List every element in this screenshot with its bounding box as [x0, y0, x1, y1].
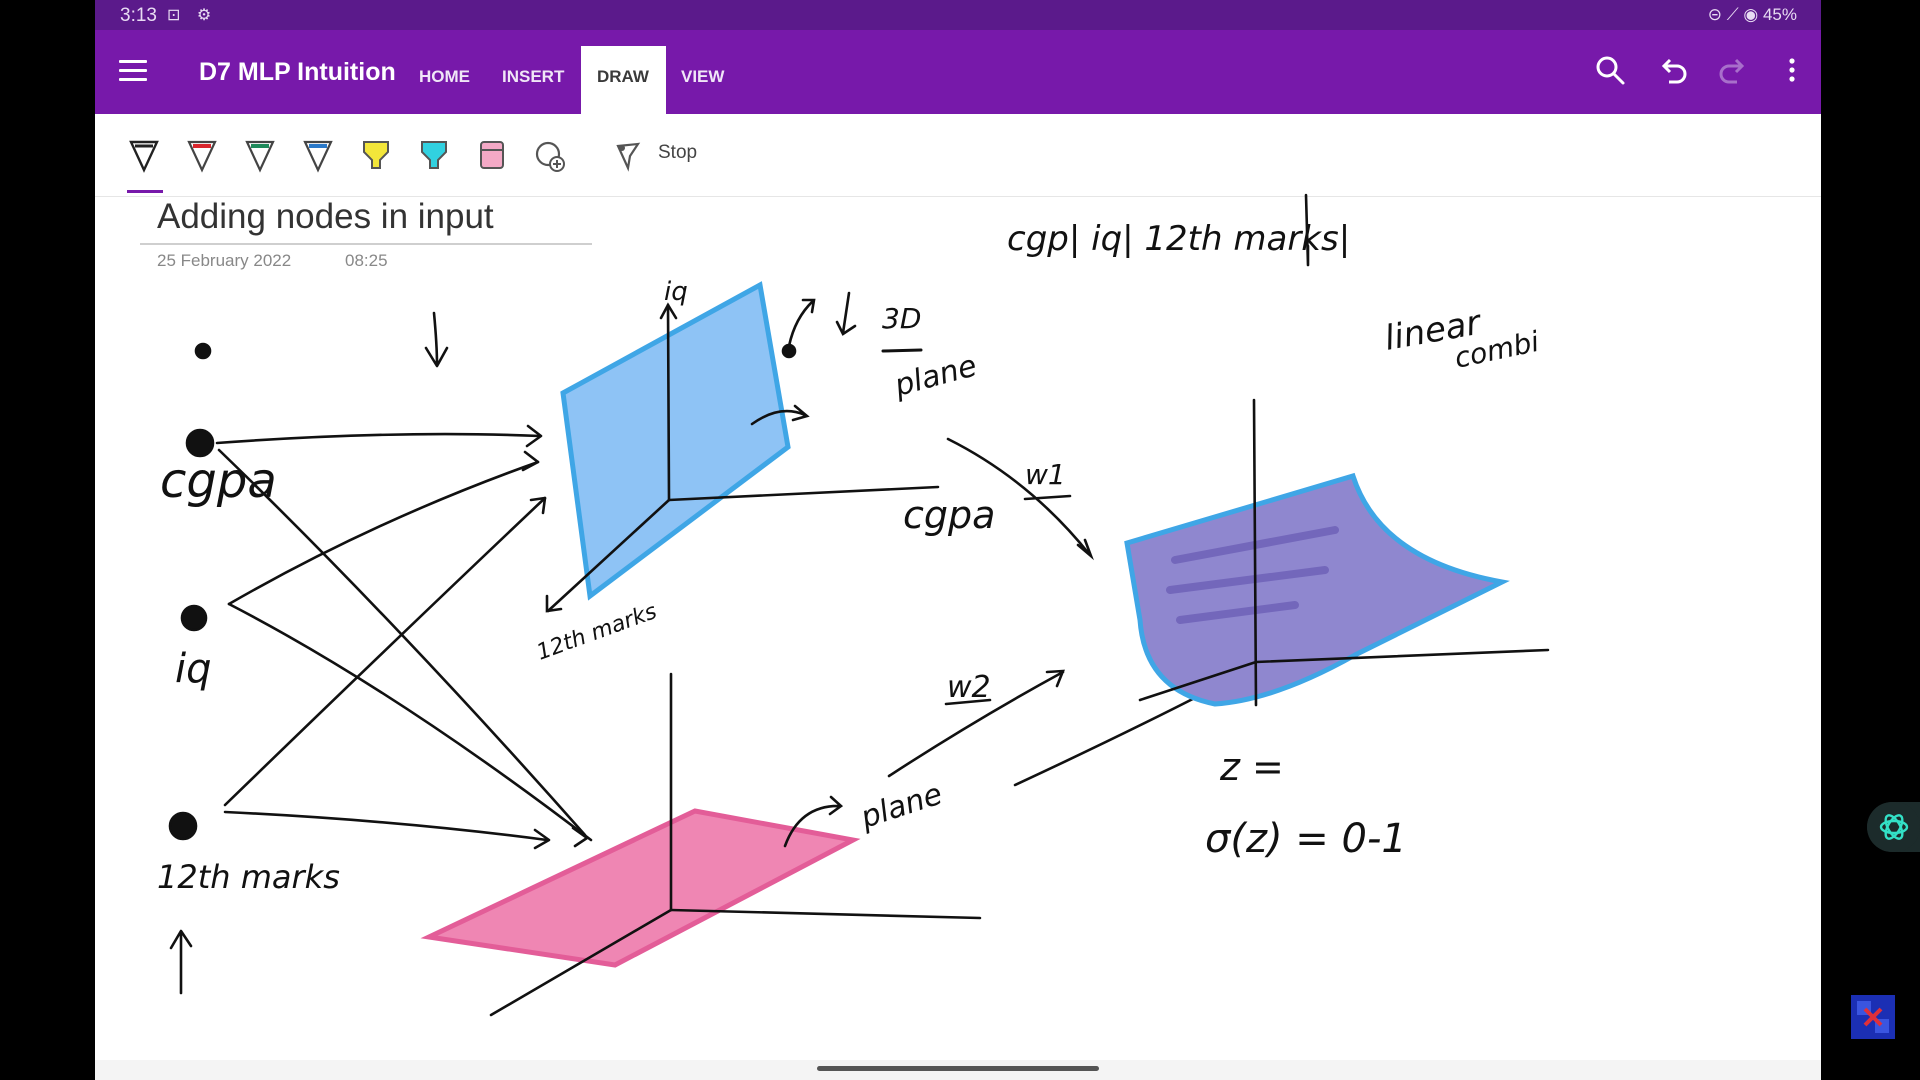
label-3d: 3D [882, 302, 921, 335]
redo-icon[interactable] [1715, 52, 1751, 88]
label-cgpa: cgpa [160, 453, 277, 509]
edge-cgpa-n2 [217, 448, 587, 837]
up-arrow [169, 929, 193, 995]
iq-input-node [180, 604, 208, 632]
down-arrow [424, 311, 449, 368]
cgpa-axis [667, 485, 940, 502]
notebook-section-title[interactable]: D7 MLP Intuition [199, 58, 396, 86]
app-bar: D7 MLP Intuition HOME INSERT DRAW VIEW [95, 30, 1821, 114]
page-date: 25 February 2022 [157, 251, 292, 270]
label-w1: w1 [1025, 458, 1066, 491]
label-cgpa-axis: cgpa [903, 493, 995, 537]
label-plane-top: plane [890, 348, 980, 404]
home-indicator[interactable] [817, 1066, 1099, 1071]
label-12th-marks: 12th marks [157, 858, 340, 896]
tablet-screen: 3:13 ⊡ ⚙ ⊝ ⟋ ◉ 45% D7 MLP Intuition HOME… [95, 0, 1821, 1080]
highlighter-yellow-icon[interactable] [359, 136, 393, 176]
blue-plane [560, 281, 791, 601]
label-iq: iq [175, 646, 212, 692]
tab-draw[interactable]: DRAW [597, 67, 649, 86]
status-right: ⊝ ⟋ ◉ 45% [1708, 5, 1797, 25]
add-pen-icon[interactable] [533, 136, 567, 176]
pen-red-icon[interactable] [185, 136, 219, 176]
label-w2: w2 [947, 670, 991, 705]
pen-black-icon[interactable] [127, 136, 161, 176]
tab-draw-highlight [581, 46, 666, 114]
status-time: 3:13 [120, 5, 157, 26]
tab-insert[interactable]: INSERT [502, 67, 565, 86]
pen-green-icon[interactable] [243, 136, 277, 176]
highlighter-cyan-icon[interactable] [417, 136, 451, 176]
pink-plane [420, 808, 861, 968]
assistant-icon[interactable] [1867, 802, 1920, 852]
iq-axis [666, 303, 671, 502]
label-z-equation: z = [1219, 745, 1284, 789]
label-features-header: cgp| iq| 12th marks| [1007, 219, 1350, 259]
page-time: 08:25 [345, 251, 388, 270]
surface-vertical-axis [1252, 398, 1258, 707]
edge-marks-n2 [223, 810, 549, 842]
tab-home[interactable]: HOME [419, 67, 470, 86]
status-system-icons: ⊝ ⟋ ◉ [1707, 5, 1759, 24]
label-iq-axis: iq [664, 277, 688, 307]
edge-iq-n2 [227, 602, 593, 842]
stop-button[interactable]: Stop [658, 142, 698, 163]
loose-node [194, 342, 212, 360]
edge-marks-n1 [223, 496, 547, 807]
pen-blue-icon[interactable] [301, 136, 335, 176]
page-title[interactable]: Adding nodes in input [157, 197, 494, 236]
hamburger-menu-icon[interactable] [119, 60, 147, 82]
selected-tool-indicator [127, 190, 163, 193]
marks-input-node [168, 811, 198, 841]
title-divider [140, 243, 592, 245]
bottom-horizontal-axis [669, 908, 982, 920]
surface-depth-axis [1138, 660, 1258, 702]
more-options-icon[interactable] [1774, 52, 1810, 88]
marks-axis [546, 498, 671, 613]
label-sigma-equation: σ(z) = 0-1 [1205, 816, 1407, 862]
sigmoid-surface [1124, 472, 1510, 707]
stop-mode-icon[interactable] [612, 136, 646, 176]
ink-canvas[interactable]: cgpa iq 12th marks cgp| iq| 12th marks| … [95, 0, 1821, 1080]
label-plane-bottom: plane [856, 777, 947, 836]
surface-horizontal-axis [1254, 648, 1550, 664]
search-icon[interactable] [1592, 52, 1628, 88]
status-bar: 3:13 ⊡ ⚙ ⊝ ⟋ ◉ 45% [95, 0, 1821, 30]
cgpa-input-node [185, 428, 215, 458]
bottom-depth-axis [489, 908, 673, 1017]
edge-cgpa-n1 [215, 432, 542, 445]
highlighter-pink-icon[interactable] [475, 136, 509, 176]
edge-iq-n1 [227, 460, 540, 606]
undo-icon[interactable] [1655, 52, 1691, 88]
tab-view[interactable]: VIEW [681, 67, 725, 86]
status-notification-icons: ⊡ ⚙ [167, 7, 218, 24]
draw-ribbon: Stop [95, 114, 1821, 197]
battery-level: 45% [1762, 5, 1797, 24]
app-badge-icon [1851, 995, 1895, 1039]
